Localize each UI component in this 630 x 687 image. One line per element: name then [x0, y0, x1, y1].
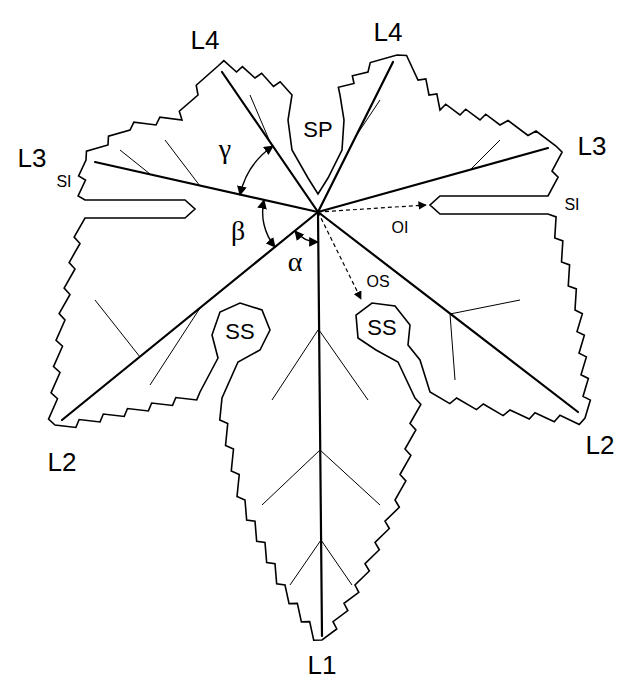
part-label: OI: [390, 220, 411, 236]
part-label: L3: [16, 145, 49, 171]
distance-line: [318, 205, 426, 212]
angle-arc: [295, 231, 318, 242]
part-label: α: [286, 248, 305, 276]
distance-line: [318, 212, 361, 299]
leaf-outline: [49, 55, 591, 640]
vein: [62, 212, 318, 420]
part-label: L3: [576, 133, 609, 159]
vein: [318, 148, 548, 212]
vein: [222, 72, 318, 212]
part-label: L2: [46, 449, 79, 475]
part-label: L2: [584, 432, 617, 458]
part-label: γ: [217, 135, 233, 163]
angle-arc: [240, 146, 273, 195]
angle-arcs: [240, 146, 318, 247]
part-label: SS: [223, 321, 256, 343]
part-label: SI: [54, 174, 73, 190]
vein: [318, 212, 578, 412]
part-label: L4: [372, 19, 405, 45]
angle-arc: [263, 200, 275, 247]
part-label: L4: [189, 27, 222, 53]
part-label: L1: [306, 652, 339, 678]
part-label: SS: [365, 317, 398, 339]
part-label: OS: [364, 274, 391, 290]
part-label: SP: [301, 119, 334, 141]
secondary-veins: [95, 95, 520, 585]
vein: [95, 162, 318, 212]
vein: [318, 212, 322, 636]
part-label: SI: [562, 197, 581, 213]
main-veins: [62, 62, 578, 636]
distance-lines: [318, 205, 426, 299]
part-label: β: [229, 217, 247, 245]
